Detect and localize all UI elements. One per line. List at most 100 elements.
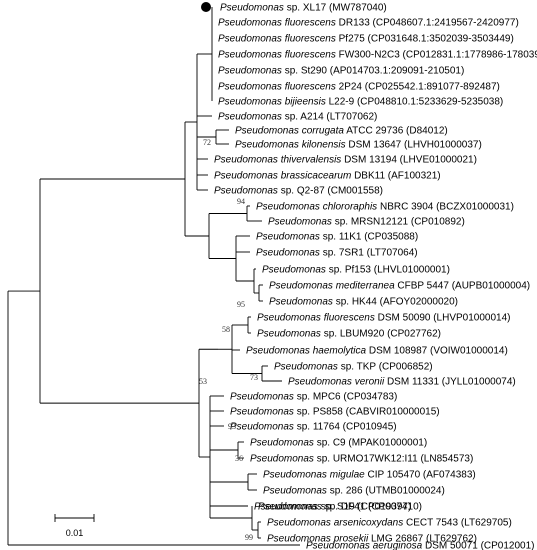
tip-label: Pseudomonas sp. MPC6 (CP034783) <box>230 392 397 403</box>
tip-label-strain: sp. 7SR1 (LT707064) <box>320 248 418 259</box>
tip-label: Pseudomonas fluorescens Pf275 (CP031648.… <box>218 34 514 45</box>
tip-label: Pseudomonas sp. MRSN12121 (CP010892) <box>268 217 465 228</box>
tip-label-species: Pseudomonas <box>214 186 278 197</box>
tip-label-species: Pseudomonas <box>218 112 282 123</box>
tip-label-species: Pseudomonas <box>250 438 314 449</box>
tip-label-species: Pseudomonas bijieensis <box>218 97 326 108</box>
tip-label: Pseudomonas sp. St290 (AP014703.1:209091… <box>218 66 464 77</box>
tip-label: Pseudomonas mediterranea CFBP 5447 (AUPB… <box>269 281 530 292</box>
bootstrap-mpc6: 53 <box>199 377 207 386</box>
tip-label-species: Pseudomonas <box>258 502 322 513</box>
tip-label-strain: CIP 105470 (AF074383) <box>365 470 476 481</box>
tip-label: Pseudomonas veronii DSM 11331 (JYLL01000… <box>288 377 516 388</box>
tip-label-strain: FW300-N2C3 (CP012831.1:1778986-1780396) <box>336 50 537 61</box>
tip-label-species: Pseudomonas mediterranea <box>269 281 395 292</box>
tip-label: Pseudomonas prosekii LMG 26867 (LT629762… <box>267 534 477 545</box>
tip-label-species: Pseudomonas <box>262 265 326 276</box>
tip-label: Pseudomonas sp. 286 (UTMB01000024) <box>263 486 445 497</box>
tip-label-species: Pseudomonas fluorescens <box>257 313 375 324</box>
tip-label-species: Pseudomonas <box>230 422 294 433</box>
tip-label: Pseudomonas sp. XL17 (MW787040) <box>220 3 387 14</box>
tip-label: Pseudomonas fluorescens DR133 (CP048607.… <box>218 18 519 29</box>
tip-label-species: Pseudomonas <box>256 232 320 243</box>
tip-label-species: Pseudomonas chlororaphis <box>256 202 377 213</box>
tip-label-species: Pseudomonas <box>250 454 314 465</box>
tip-labels: Pseudomonas sp. XL17 (MW787040)Pseudomon… <box>201 2 537 550</box>
tip-label: Pseudomonas haemolytica DSM 108987 (VOIW… <box>246 346 508 357</box>
tip-label-strain: sp. St290 (AP014703.1:209091-210501) <box>282 66 464 77</box>
tip-label-strain: sp. XL17 (MW787040) <box>284 3 387 14</box>
tip-label: Pseudomonas sp. DF41 (CP007410) <box>258 502 422 513</box>
tip-label-species: Pseudomonas arsenicoxydans <box>267 518 403 529</box>
tip-label-strain: sp. 11764 (CP010945) <box>294 422 397 433</box>
tip-label: Pseudomonas sp. Pf153 (LHVL01000001) <box>262 265 450 276</box>
tip-label-strain: DSM 13194 (LHVE01000021) <box>341 155 477 166</box>
bootstrap-migulae: 36 <box>235 454 243 463</box>
tip-label-strain: sp. Pf153 (LHVL01000001) <box>326 265 450 276</box>
bootstrap-fluorescens_dsm: 95 <box>237 300 245 309</box>
bootstrap-chlororaphis: 94 <box>237 197 245 206</box>
bootstrap-prosekii: 99 <box>245 533 253 542</box>
tip-label: Pseudomonas sp. Q2-87 (CM001558) <box>214 186 383 197</box>
tip-label-species: Pseudomonas fluorescens <box>218 34 336 45</box>
tip-label-strain: sp. C9 (MPAK01000001) <box>314 438 427 449</box>
tip-label: Pseudomonas sp. TKP (CP006852) <box>274 362 433 373</box>
tip-label: Pseudomonas chlororaphis NBRC 3904 (BCZX… <box>256 202 514 213</box>
tip-label: Pseudomonas sp. A214 (LT707062) <box>218 112 377 123</box>
tip-label-species: Pseudomonas <box>256 248 320 259</box>
tip-label: Pseudomonas sp. PS858 (CABVIR010000015) <box>230 407 440 418</box>
tip-label-species: Pseudomonas thivervalensis <box>214 155 341 166</box>
scale-bar-label: 0.01 <box>66 528 84 538</box>
tip-label: Pseudomonas sp. C9 (MPAK01000001) <box>250 438 427 449</box>
tip-label-strain: sp. DF41 (CP007410) <box>322 502 422 513</box>
tip-label-species: Pseudomonas <box>218 66 282 77</box>
tip-label-strain: CFBP 5447 (AUPB01000004) <box>395 281 530 292</box>
tip-label: Pseudomonas bijieensis L22-9 (CP048810.1… <box>218 97 503 108</box>
tip-label-species: Pseudomonas <box>220 3 284 14</box>
tip-label: Pseudomonas brassicacearum DBK11 (AF1003… <box>214 171 441 182</box>
tip-label-strain: sp. TKP (CP006852) <box>338 362 433 373</box>
tip-label-species: Pseudomonas <box>274 362 338 373</box>
highlight-marker <box>201 2 211 12</box>
tip-label-strain: DR133 (CP048607.1:2419567-2420977) <box>336 18 519 29</box>
tip-label-strain: ATCC 29736 (D84012) <box>344 126 448 137</box>
tip-label-species: Pseudomonas fluorescens <box>218 50 336 61</box>
tip-label-strain: sp. PS858 (CABVIR010000015) <box>294 407 440 418</box>
tip-label: Pseudomonas arsenicoxydans CECT 7543 (LT… <box>267 518 512 529</box>
tip-label-species: Pseudomonas prosekii <box>267 534 369 545</box>
tip-label: Pseudomonas sp. S19 (CP019397) <box>254 502 411 513</box>
tip-label-strain: LMG 26867 (LT629762) <box>368 534 477 545</box>
tip-label-species: Pseudomonas <box>230 392 294 403</box>
tip-label-species: Pseudomonas aeruginosa <box>306 541 423 550</box>
tip-label-strain: DSM 50090 (LHVP01000014) <box>375 313 511 324</box>
scale-bar: 0.01 <box>54 514 95 538</box>
tip-label-species: Pseudomonas <box>230 407 294 418</box>
tip-label-species: Pseudomonas <box>257 329 321 340</box>
tip-label-species: Pseudomonas <box>263 486 327 497</box>
tip-label: Pseudomonas sp. URMO17WK12:I11 (LN854573… <box>250 454 473 465</box>
tip-label-strain: DSM 108987 (VOIW01000014) <box>366 346 508 357</box>
tip-label-strain: sp. Q2-87 (CM001558) <box>278 186 383 197</box>
tip-label: Pseudomonas sp. HK44 (AFOY02000020) <box>269 297 458 308</box>
tip-label-strain: sp. MPC6 (CP034783) <box>294 392 397 403</box>
tip-label-strain: sp. HK44 (AFOY02000020) <box>333 297 458 308</box>
tip-label-strain: sp. S19 (CP019397) <box>318 502 411 513</box>
tip-label-strain: DSM 11331 (JYLL01000074) <box>384 377 516 388</box>
tip-label-species: Pseudomonas <box>254 502 318 513</box>
tip-label-species: Pseudomonas haemolytica <box>246 346 367 357</box>
tip-label-species: Pseudomonas fluorescens <box>218 18 336 29</box>
tip-label-species: Pseudomonas brassicacearum <box>214 171 351 182</box>
tip-label: Pseudomonas sp. 11764 (CP010945) <box>230 422 397 433</box>
tip-label-species: Pseudomonas corrugata <box>235 126 344 137</box>
bootstrap-veronii: 73 <box>250 373 258 382</box>
bootstrap-c9: 93 <box>228 422 236 431</box>
tip-label-strain: sp. MRSN12121 (CP010892) <box>332 217 465 228</box>
tip-label-strain: NBRC 3904 (BCZX01000031) <box>377 202 514 213</box>
tip-label: Pseudomonas fluorescens DSM 50090 (LHVP0… <box>257 313 511 324</box>
tip-label: Pseudomonas migulae CIP 105470 (AF074383… <box>263 470 476 481</box>
bootstrap-haemolytica: 58 <box>222 325 230 334</box>
tip-label: Pseudomonas fluorescens FW300-N2C3 (CP01… <box>218 50 537 61</box>
tip-label-species: Pseudomonas kilonensis <box>235 140 346 151</box>
